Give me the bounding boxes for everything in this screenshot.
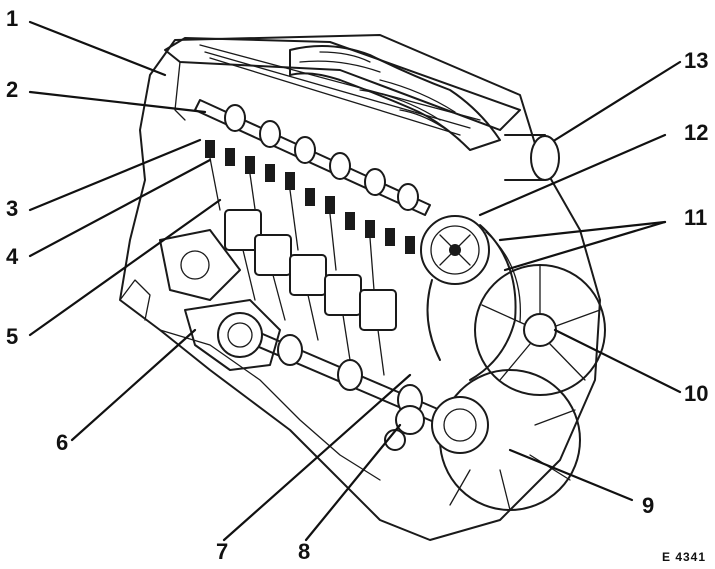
callout-4: 4 [6,244,19,269]
callout-12: 12 [684,120,709,145]
callout-8: 8 [298,539,311,564]
intake-manifold [289,45,501,151]
callout-2: 2 [6,77,19,102]
leader-lines [28,20,682,542]
leader-11b [503,220,667,272]
callout-13: 13 [684,48,709,73]
callout-10: 10 [684,381,709,406]
pistons [224,209,397,376]
intake-pipe [504,134,560,181]
leader-1 [28,20,167,77]
leader-10 [553,328,682,394]
cooling-fan [474,264,606,396]
engine-block [119,34,601,541]
callout-1: 1 [6,6,19,31]
leader-7 [222,373,412,542]
camshaft [194,99,431,216]
vibration-damper [431,369,581,511]
leader-4 [28,158,212,258]
callout-7: 7 [216,539,229,564]
leader-8 [304,423,402,542]
camshaft-sprocket [420,215,490,285]
leader-9 [508,448,634,502]
accessory-left [159,229,241,301]
valve-train [205,140,415,291]
callout-5: 5 [6,324,19,349]
leader-5 [28,198,222,337]
oil-pump [384,405,425,451]
callout-9: 9 [642,493,655,518]
callout-3: 3 [6,196,19,221]
figure-reference: E 4341 [662,550,707,564]
callout-6: 6 [56,430,69,455]
leader-11a [498,220,667,242]
leader-2 [28,90,207,114]
leader-12 [478,133,667,217]
leader-6 [70,328,197,442]
water-inlet [184,299,281,371]
cylinder-head-cover [164,37,521,136]
leader-3 [28,138,202,212]
leader-13 [553,60,682,142]
callout-11: 11 [684,205,708,230]
